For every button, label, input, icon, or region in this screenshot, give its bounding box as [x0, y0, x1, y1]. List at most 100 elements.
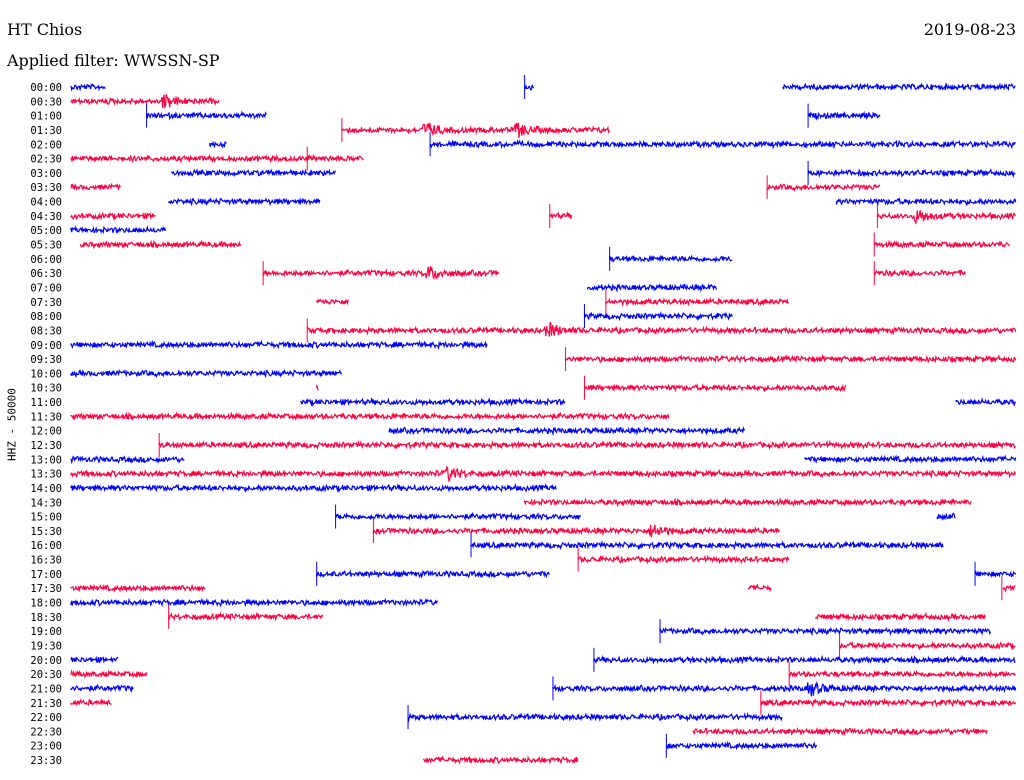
trace-segment	[70, 669, 148, 679]
trace-segment	[262, 266, 500, 280]
row-time-label: 21:30	[30, 698, 62, 710]
row-time-label: 09:30	[30, 354, 62, 366]
row-time-label: 04:00	[30, 197, 62, 209]
trace-segment	[70, 482, 557, 493]
trace-segment	[1002, 584, 1016, 593]
row-time-label: 11:00	[30, 397, 62, 409]
trace-segment	[659, 626, 992, 637]
station-title: HT Chios	[7, 20, 83, 39]
row-time-label: 07:00	[30, 282, 62, 294]
trace-segment	[70, 153, 364, 164]
trace-segment	[70, 655, 119, 664]
trace-segment	[782, 82, 1016, 92]
row-time-label: 22:30	[30, 726, 62, 738]
trace-segment	[388, 426, 746, 437]
row-time-label: 06:00	[30, 254, 62, 266]
row-time-label: 05:00	[30, 225, 62, 237]
trace-segment	[766, 182, 881, 192]
row-time-label: 23:30	[30, 755, 62, 767]
row-time-label: 20:00	[30, 655, 62, 667]
trace-segment	[306, 321, 1017, 337]
row-time-label: 00:30	[30, 96, 62, 108]
trace-segment	[209, 140, 227, 149]
trace-segment	[70, 583, 206, 593]
row-time-label: 12:30	[30, 440, 62, 452]
trace-segment	[171, 167, 337, 178]
row-time-label: 10:00	[30, 368, 62, 380]
row-time-label: 09:00	[30, 340, 62, 352]
trace-segment	[876, 210, 1016, 225]
trace-segment	[70, 597, 439, 608]
row-time-label: 02:30	[30, 154, 62, 166]
trace-segment	[747, 583, 772, 593]
trace-segment	[316, 384, 319, 391]
row-time-label: 04:30	[30, 211, 62, 223]
row-time-label: 07:30	[30, 297, 62, 309]
row-time-label: 06:30	[30, 268, 62, 280]
trace-segment	[70, 698, 112, 707]
trace-segment	[564, 353, 1017, 364]
row-time-label: 14:00	[30, 483, 62, 495]
trace-segment	[936, 512, 956, 521]
trace-segment	[158, 439, 1016, 451]
row-time-label: 02:00	[30, 139, 62, 151]
trace-segment	[552, 680, 1017, 697]
trace-segment	[316, 569, 550, 579]
trace-segment	[70, 83, 106, 92]
trace-segment	[593, 654, 1016, 665]
trace-segment	[807, 168, 1016, 179]
row-time-label: 15:00	[30, 512, 62, 524]
trace-segment	[583, 311, 733, 322]
trace-segment	[815, 612, 986, 622]
trace-segment	[577, 554, 790, 565]
row-time-label: 10:30	[30, 383, 62, 395]
row-time-label: 00:00	[30, 82, 62, 94]
row-time-label: 01:30	[30, 125, 62, 137]
trace-segment	[583, 382, 847, 393]
trace-segment	[549, 210, 573, 220]
row-time-label: 03:00	[30, 168, 62, 180]
row-time-label: 19:00	[30, 626, 62, 638]
trace-segment	[70, 455, 185, 465]
trace-segment	[372, 524, 780, 538]
row-time-label: 13:30	[30, 469, 62, 481]
trace-segment	[70, 411, 670, 422]
trace-segment	[70, 182, 121, 192]
row-time-label: 16:00	[30, 540, 62, 552]
trace-segment	[665, 740, 817, 751]
row-time-label: 21:00	[30, 683, 62, 695]
row-time-label: 22:00	[30, 712, 62, 724]
trace-segment	[873, 268, 966, 278]
trace-segment	[835, 197, 1017, 207]
row-time-label: 18:30	[30, 612, 62, 624]
trace-segment	[407, 711, 783, 723]
filter-label: Applied filter: WWSSN-SP	[7, 51, 220, 70]
trace-segment	[146, 110, 267, 121]
row-time-label: 08:30	[30, 325, 62, 337]
trace-segment	[423, 755, 579, 765]
row-time-label: 17:00	[30, 569, 62, 581]
trace-segment	[79, 239, 242, 250]
trace-segment	[760, 697, 1017, 708]
trace-segment	[807, 110, 881, 121]
trace-segment	[168, 197, 321, 207]
row-time-label: 16:30	[30, 555, 62, 567]
trace-segment	[692, 726, 988, 737]
row-time-label: 18:00	[30, 598, 62, 610]
row-time-label: 20:30	[30, 669, 62, 681]
trace-segment	[524, 83, 535, 92]
row-time-label: 15:30	[30, 526, 62, 538]
trace-segment	[70, 94, 220, 109]
trace-segment	[804, 454, 1017, 464]
trace-segment	[300, 396, 566, 408]
trace-segment	[316, 298, 349, 306]
row-time-label: 11:30	[30, 411, 62, 423]
trace-segment	[788, 669, 1016, 679]
trace-segment	[609, 254, 733, 263]
trace-segment	[470, 540, 944, 551]
trace-segment	[587, 282, 717, 293]
row-time-label: 01:00	[30, 111, 62, 123]
row-time-label: 23:00	[30, 741, 62, 753]
trace-segment	[955, 396, 1017, 407]
